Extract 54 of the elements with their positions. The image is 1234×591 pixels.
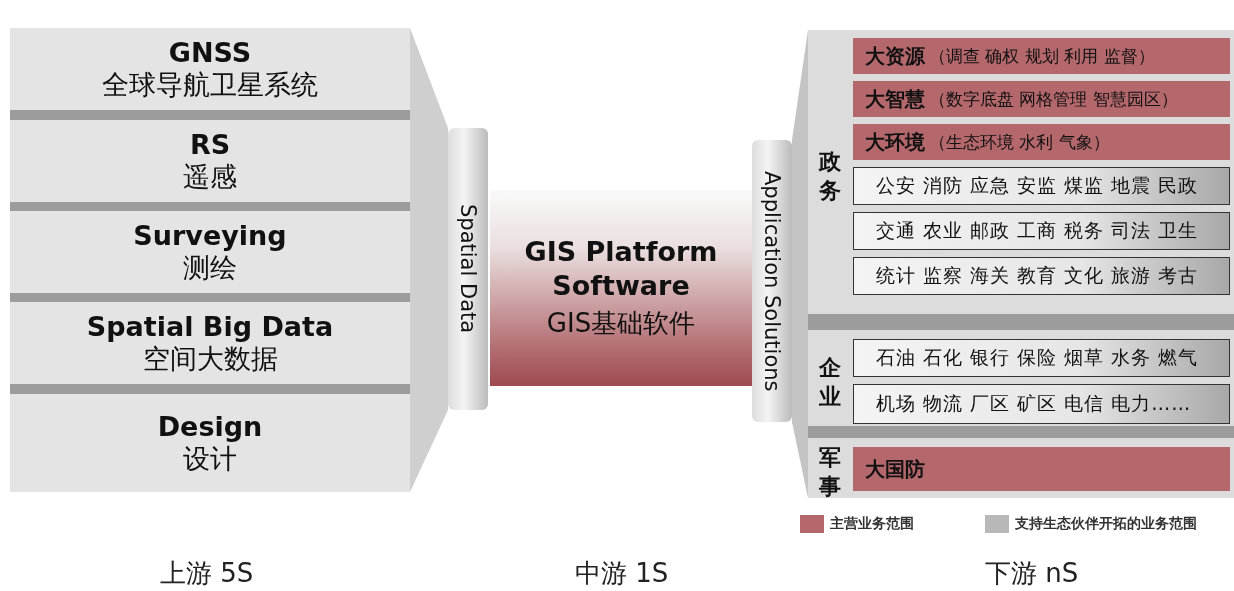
layer-box bbox=[10, 120, 410, 202]
business-list: 统计 监察 海关 教育 文化 旅游 考古 bbox=[876, 263, 1199, 289]
platform-cylinder bbox=[490, 190, 752, 386]
stage-label: 中游 1S bbox=[575, 557, 669, 590]
business-title: 大智慧 bbox=[865, 85, 925, 113]
platform-subtitle: GIS基础软件 bbox=[546, 307, 696, 341]
legend-label: 主营业务范围 bbox=[830, 515, 914, 533]
partner-business-bar bbox=[853, 212, 1230, 250]
connector-ring bbox=[752, 140, 792, 422]
business-list: 交通 农业 邮政 工商 税务 司法 卫生 bbox=[876, 218, 1199, 244]
partner-business-bar bbox=[853, 384, 1230, 424]
sector-panel bbox=[808, 330, 1234, 426]
core-business-bar bbox=[853, 124, 1230, 160]
business-detail: （调查 确权 规划 利用 监督） bbox=[929, 44, 1155, 68]
ring-label: Spatial Data bbox=[456, 204, 480, 334]
layer-title: GNSS bbox=[168, 36, 252, 69]
business-detail: （数字底盘 网格管理 智慧园区） bbox=[929, 87, 1178, 111]
partner-business-bar bbox=[853, 257, 1230, 295]
layer-subtitle: 全球导航卫星系统 bbox=[102, 69, 318, 102]
sector-label: 企业 bbox=[818, 354, 842, 411]
partner-business-bar bbox=[853, 167, 1230, 205]
layer-title: Design bbox=[157, 410, 263, 443]
core-business-bar bbox=[853, 447, 1230, 491]
layer-subtitle: 空间大数据 bbox=[142, 343, 278, 376]
core-business-bar bbox=[853, 81, 1230, 117]
layer-box bbox=[10, 302, 410, 384]
layer-subtitle: 遥感 bbox=[183, 161, 237, 194]
business-list: 石油 石化 银行 保险 烟草 水务 燃气 bbox=[876, 345, 1199, 371]
layer-title: RS bbox=[189, 128, 231, 161]
layer-subtitle: 测绘 bbox=[183, 252, 237, 285]
layer-title: Surveying bbox=[133, 219, 287, 252]
business-list: 公安 消防 应急 安监 煤监 地震 民政 bbox=[876, 173, 1199, 199]
stage-label: 上游 5S bbox=[160, 557, 254, 590]
sector-label: 军事 bbox=[818, 444, 842, 501]
business-list: 机场 物流 厂区 矿区 电信 电力…… bbox=[876, 391, 1192, 417]
layer-box bbox=[10, 28, 410, 110]
layer-title: Spatial Big Data bbox=[86, 310, 334, 343]
business-title: 大国防 bbox=[865, 455, 925, 483]
platform-title: GIS Platform Software bbox=[523, 234, 719, 303]
sector-panel bbox=[808, 30, 1234, 314]
business-title: 大资源 bbox=[865, 42, 925, 70]
sector-panel bbox=[808, 438, 1234, 498]
layer-box bbox=[10, 211, 410, 293]
partner-business-bar bbox=[853, 339, 1230, 377]
ring-label: Application Solutions bbox=[760, 170, 784, 392]
business-title: 大环境 bbox=[865, 128, 925, 156]
core-business-bar bbox=[853, 38, 1230, 74]
layer-box bbox=[10, 394, 410, 492]
stage-label: 下游 nS bbox=[985, 557, 1079, 590]
legend-label: 支持生态伙伴开拓的业务范围 bbox=[1015, 515, 1197, 533]
sector-label: 政务 bbox=[818, 148, 842, 205]
connector-ring bbox=[448, 128, 488, 410]
layer-subtitle: 设计 bbox=[183, 443, 237, 476]
business-detail: （生态环境 水利 气象） bbox=[929, 130, 1110, 154]
